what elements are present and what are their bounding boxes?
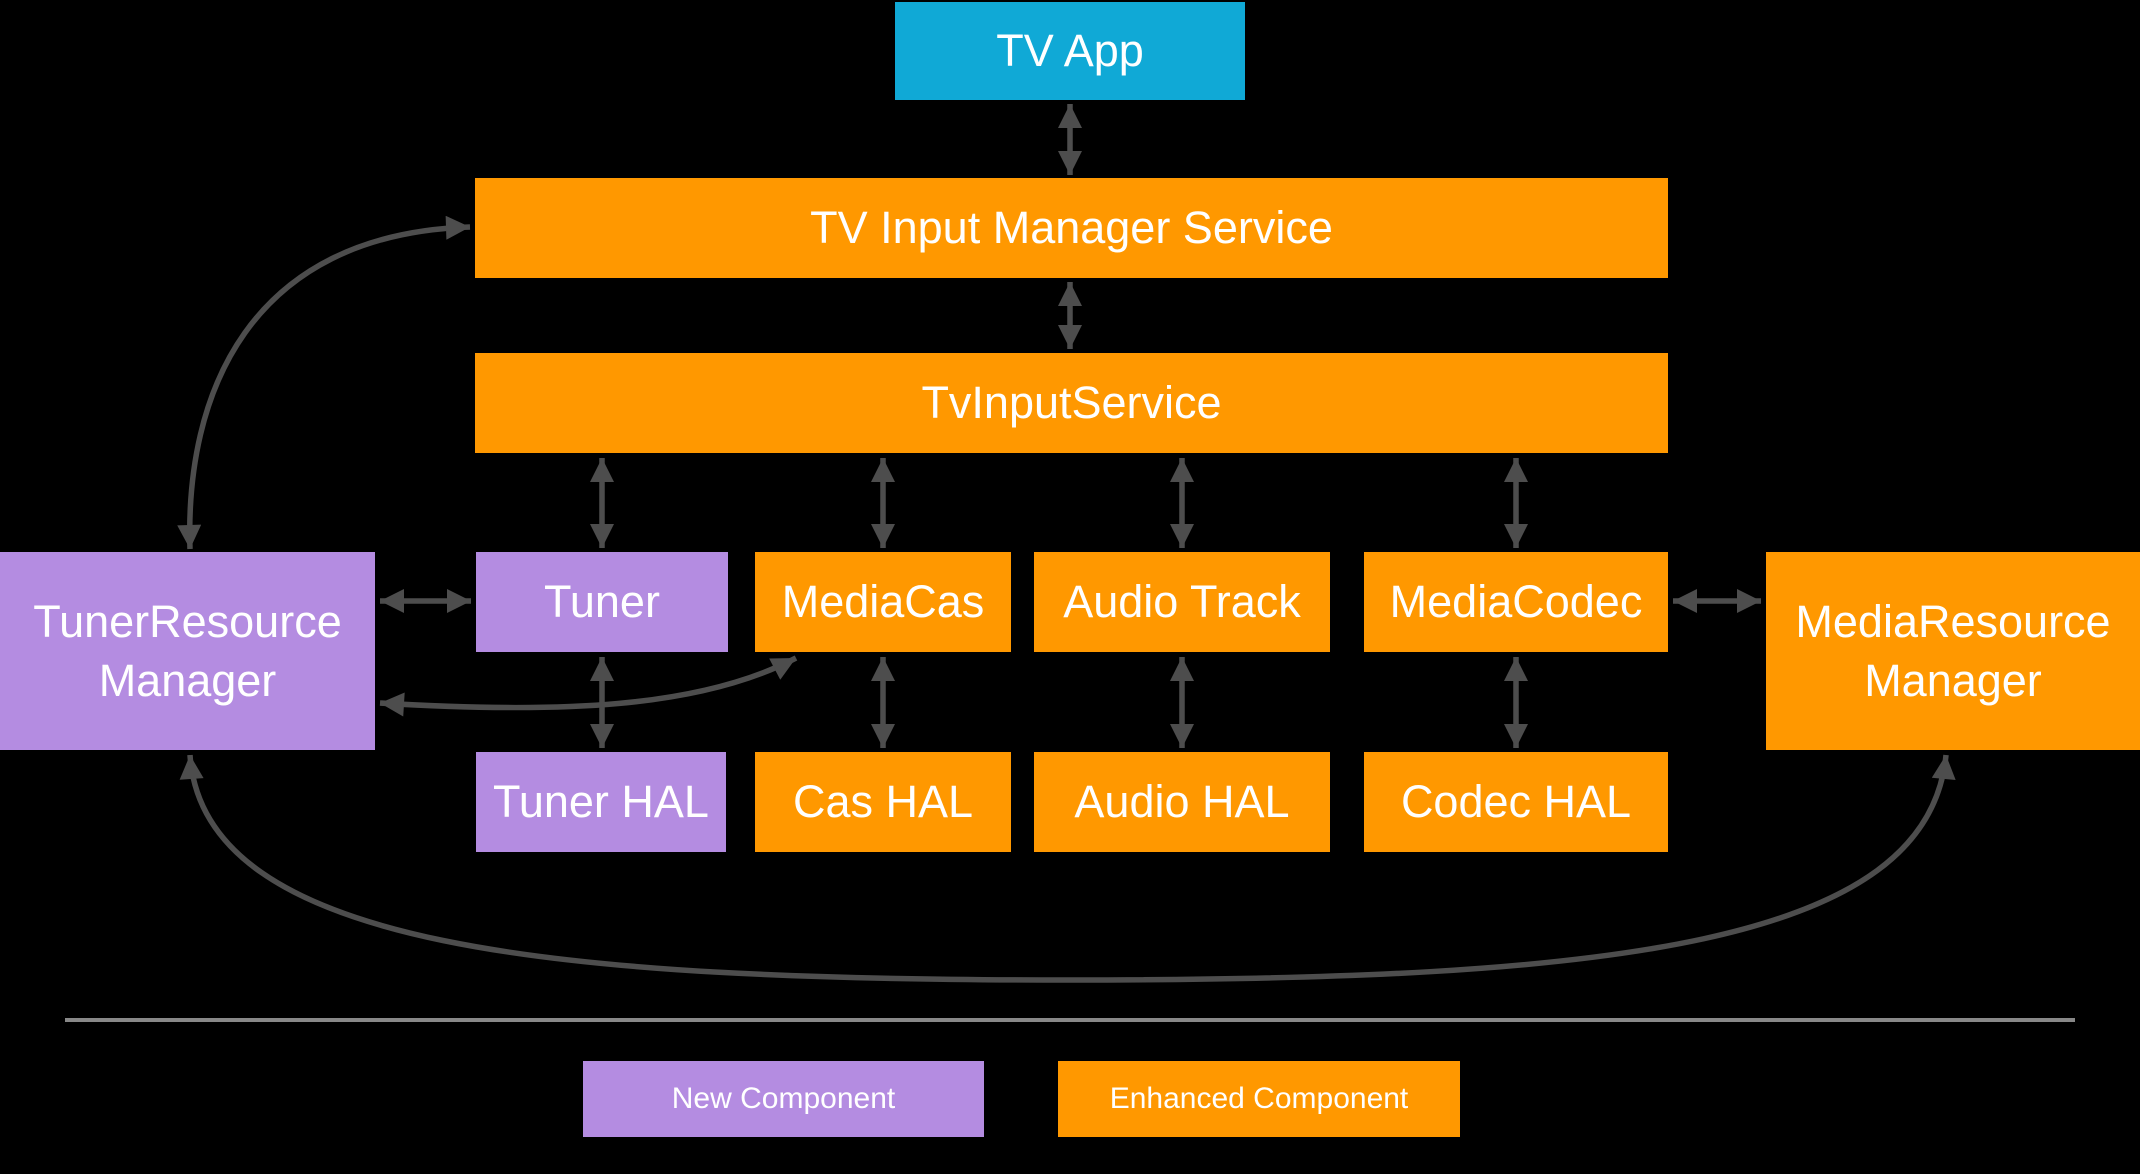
node-audio-hal-label: Audio HAL (1074, 776, 1290, 828)
legend-new-component-label: New Component (671, 1082, 896, 1115)
node-media-resource-manager-label: MediaResource Manager (1795, 595, 2111, 706)
node-media-cas-label: MediaCas (781, 576, 985, 628)
legend-new-component: New Component (583, 1061, 984, 1137)
node-codec-hal-label: Codec HAL (1400, 776, 1632, 828)
node-tv-input-manager-service-label: TV Input Manager Service (810, 202, 1333, 254)
arrow-trm-mrm-curve (179, 754, 1956, 983)
node-tv-input-service-label: TvInputService (921, 377, 1222, 429)
legend-enhanced-component-label: Enhanced Component (1109, 1082, 1409, 1115)
node-cas-hal-label: Cas HAL (792, 776, 974, 828)
node-media-resource-manager: MediaResource Manager (1766, 552, 2140, 750)
node-tv-input-service: TvInputService (475, 353, 1668, 453)
legend-enhanced-component: Enhanced Component (1058, 1061, 1460, 1137)
node-tuner-hal-label: Tuner HAL (493, 776, 709, 828)
node-tv-input-manager-service: TV Input Manager Service (475, 178, 1668, 278)
node-audio-track-label: Audio Track (1063, 576, 1301, 628)
legend-divider (65, 1018, 2075, 1022)
node-media-codec: MediaCodec (1364, 552, 1668, 652)
node-audio-hal: Audio HAL (1034, 752, 1330, 852)
node-media-codec-label: MediaCodec (1389, 576, 1643, 628)
node-tuner-hal: Tuner HAL (476, 752, 726, 852)
arrow-trm-mediacas-curve (379, 655, 798, 717)
node-codec-hal: Codec HAL (1364, 752, 1668, 852)
node-tuner-resource-manager: TunerResource Manager (0, 552, 375, 750)
node-tuner: Tuner (476, 552, 728, 652)
node-media-cas: MediaCas (755, 552, 1011, 652)
node-tv-app-label: TV App (996, 25, 1144, 77)
node-audio-track: Audio Track (1034, 552, 1330, 652)
node-tv-app: TV App (895, 2, 1245, 100)
node-tuner-resource-manager-label: TunerResource Manager (33, 595, 342, 706)
node-tuner-label: Tuner (544, 576, 660, 628)
node-cas-hal: Cas HAL (755, 752, 1011, 852)
arrow-trm-tvims-curve (177, 215, 471, 550)
